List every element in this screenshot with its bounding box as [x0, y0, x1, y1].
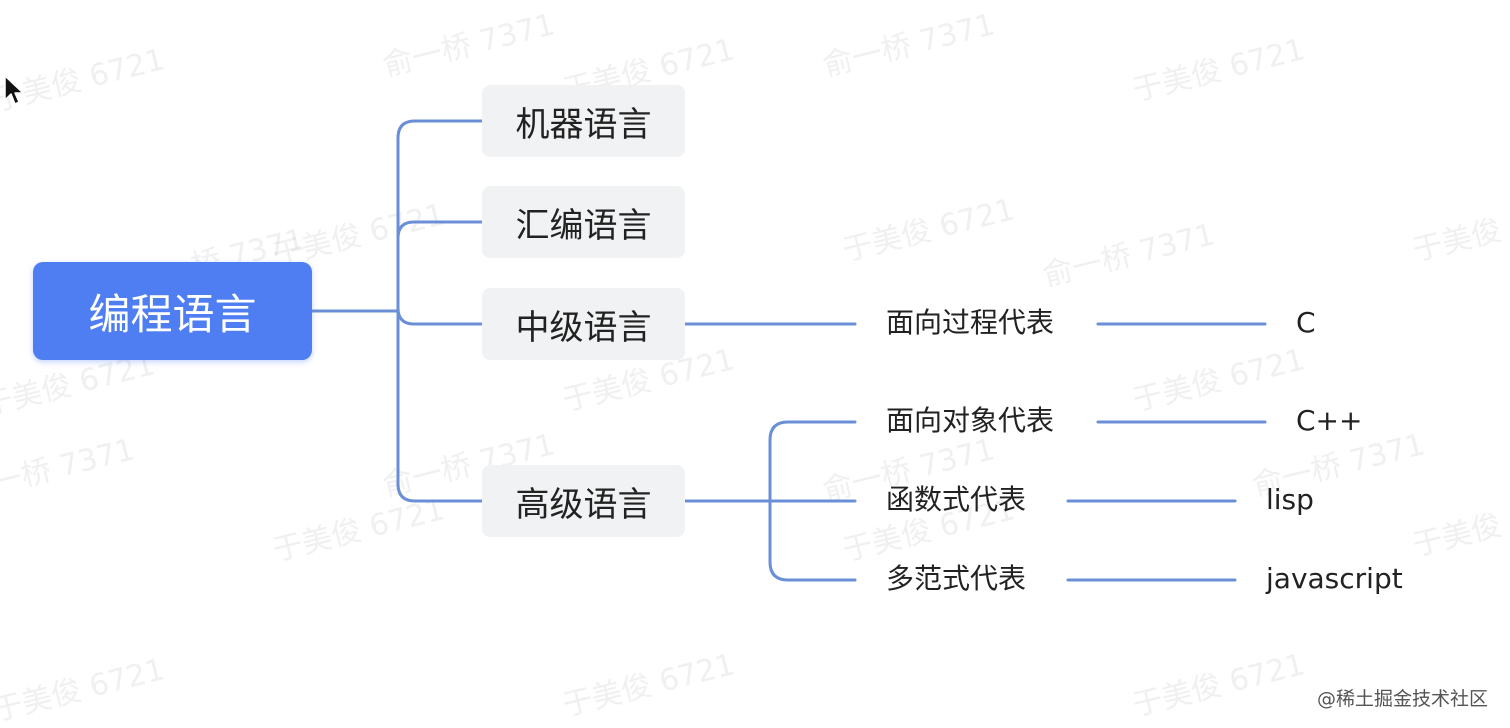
branch-node-machine-language[interactable]: 机器语言 — [482, 85, 685, 157]
example-lisp[interactable]: lisp — [1266, 486, 1314, 514]
subtopic-label: 函数式代表 — [886, 483, 1027, 516]
edge-trunk-middle — [396, 306, 484, 326]
branch-node-high-language[interactable]: 高级语言 — [482, 465, 685, 537]
edge-trunk-assembly — [396, 220, 484, 240]
edge-high-multi — [768, 499, 857, 582]
branch-node-middle-language[interactable]: 中级语言 — [482, 288, 685, 360]
branch-label: 高级语言 — [515, 484, 652, 525]
example-label: lisp — [1266, 483, 1314, 516]
example-label: javascript — [1266, 562, 1403, 595]
subtopic-label: 面向过程代表 — [886, 306, 1055, 339]
example-cpp[interactable]: C++ — [1296, 407, 1362, 435]
branch-label: 中级语言 — [515, 307, 652, 348]
subtopic-object-oriented[interactable]: 面向对象代表 — [886, 407, 1054, 435]
site-credit: @稀土掘金技术社区 — [1316, 688, 1488, 710]
subtopic-label: 面向对象代表 — [886, 404, 1055, 437]
subtopic-procedural[interactable]: 面向过程代表 — [886, 309, 1054, 337]
example-c[interactable]: C — [1296, 309, 1316, 337]
example-javascript[interactable]: javascript — [1266, 565, 1403, 593]
branch-label: 机器语言 — [515, 104, 652, 145]
edge-trunk-high — [396, 309, 484, 503]
edge-trunk-machine — [396, 119, 484, 313]
mouse-pointer-icon — [3, 74, 25, 112]
branch-node-assembly-language[interactable]: 汇编语言 — [482, 186, 685, 258]
example-label: C — [1296, 306, 1316, 339]
root-label: 编程语言 — [88, 289, 257, 339]
subtopic-multi-paradigm[interactable]: 多范式代表 — [886, 565, 1026, 593]
edge-high-oop — [768, 420, 857, 503]
subtopic-functional[interactable]: 函数式代表 — [886, 486, 1026, 514]
subtopic-label: 多范式代表 — [886, 562, 1027, 595]
root-node[interactable]: 编程语言 — [33, 262, 312, 360]
branch-label: 汇编语言 — [515, 205, 652, 246]
example-label: C++ — [1296, 404, 1363, 437]
